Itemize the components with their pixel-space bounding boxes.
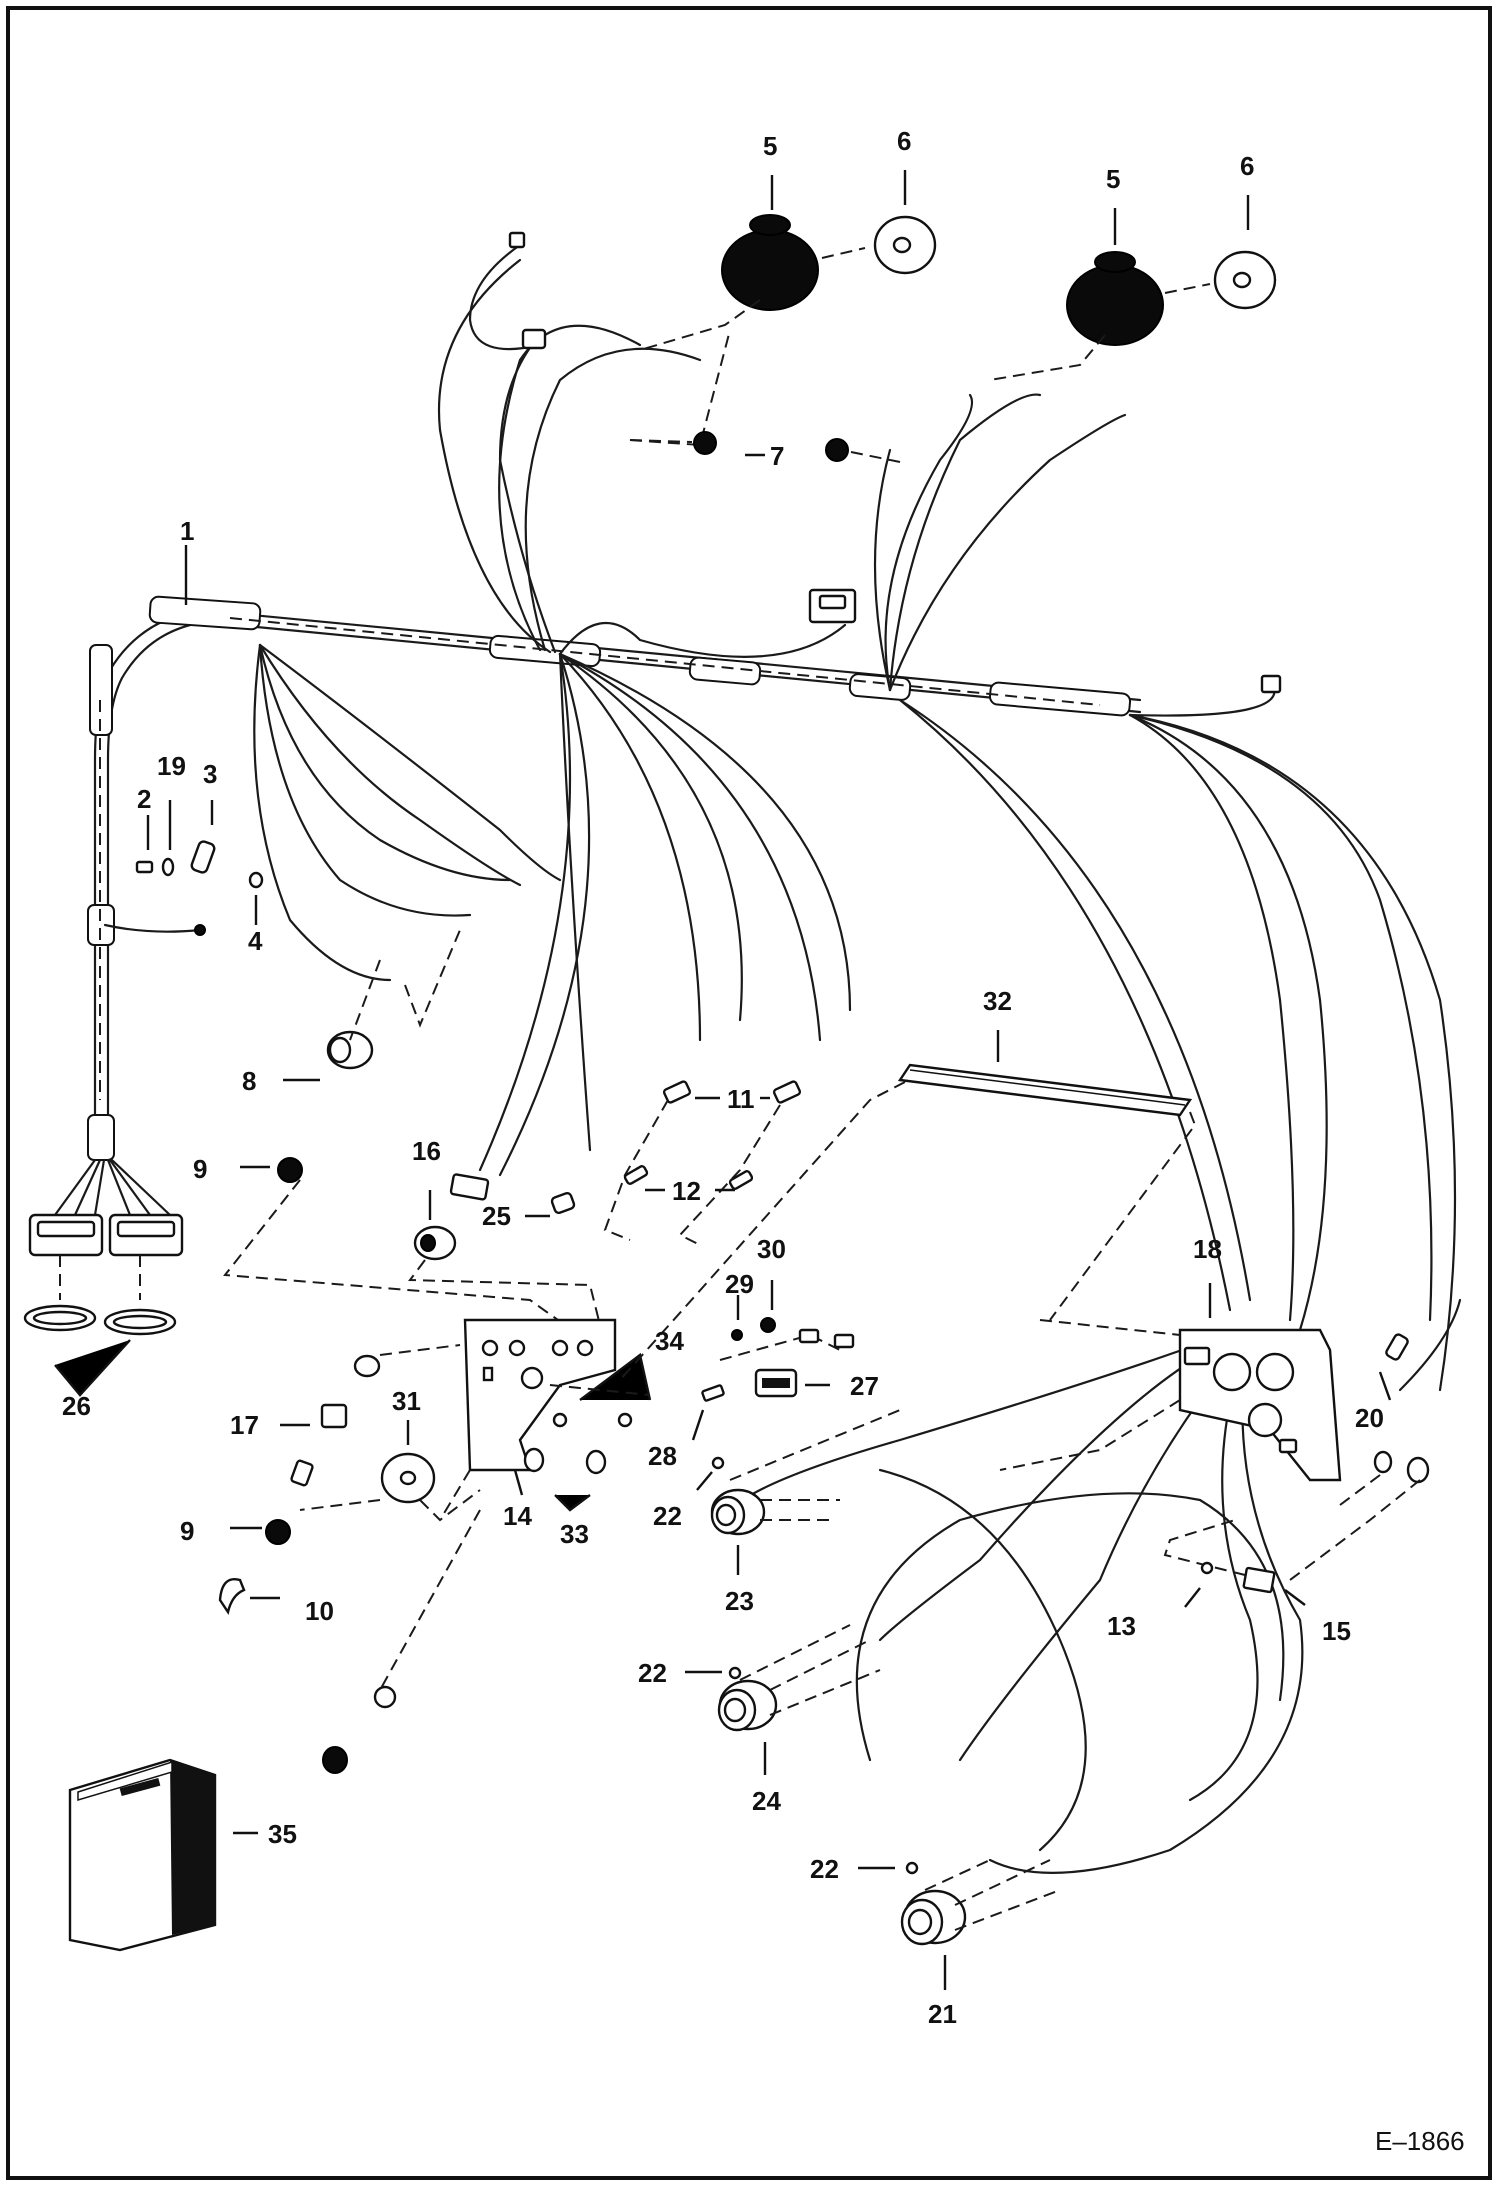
- callout-6-right: 6: [1240, 151, 1254, 181]
- callout-21: 21: [928, 1999, 957, 2029]
- harness-branches: [253, 258, 1462, 1874]
- callout-12: 12: [672, 1176, 701, 1206]
- callout-28: 28: [648, 1441, 677, 1471]
- clip-item-10: [218, 1578, 280, 1615]
- switch-item-8: [283, 1030, 374, 1082]
- connector-item-27: [719, 1328, 855, 1398]
- bulbs-item-33: [523, 1352, 652, 1512]
- gauge-panel-item-18: [999, 1283, 1342, 1482]
- callout-24: 24: [752, 1786, 781, 1816]
- connector-right: [1260, 674, 1282, 694]
- nut-stack-lower: [322, 1685, 397, 1774]
- callout-16: 16: [412, 1136, 441, 1166]
- callout-17: 17: [230, 1410, 259, 1440]
- gauge-item-21: [900, 1859, 1061, 1990]
- plug-item-25: [525, 1191, 576, 1218]
- callout-20: 20: [1355, 1403, 1384, 1433]
- callout-35: 35: [268, 1819, 297, 1849]
- callout-10: 10: [305, 1596, 334, 1626]
- callout-11: 11: [727, 1084, 755, 1114]
- screw-item-22-upper: [696, 1456, 725, 1491]
- nut-item-9-lower: [230, 1519, 291, 1545]
- callout-26: 26: [62, 1391, 91, 1421]
- callout-23: 23: [725, 1586, 754, 1616]
- nut-item-9-upper: [240, 1157, 303, 1183]
- relay-connector: [808, 588, 857, 624]
- mounting-panel: [463, 1318, 617, 1472]
- harness-end-connectors: [23, 1158, 184, 1397]
- callout-27: 27: [850, 1371, 879, 1401]
- switch-pair-item-11: [603, 1080, 802, 1246]
- callout-22-middle: 22: [638, 1658, 667, 1688]
- callout-18: 18: [1193, 1234, 1222, 1264]
- callout-19: 19: [157, 751, 186, 781]
- callout-32: 32: [983, 986, 1012, 1016]
- pigtail-connector: [468, 231, 547, 351]
- screw-item-28: [691, 1384, 725, 1441]
- callout-30: 30: [757, 1234, 786, 1264]
- lamp-lens-right: [1213, 250, 1277, 310]
- rail-item-32: [619, 1030, 1197, 1381]
- callout-34: 34: [655, 1326, 684, 1356]
- nut-item-29: [731, 1295, 743, 1341]
- callout-31: 31: [392, 1386, 421, 1416]
- plug-item-20: [1289, 1333, 1430, 1581]
- gauge-item-24: [717, 1624, 881, 1775]
- callout-25: 25: [482, 1201, 511, 1231]
- screw-item-22-lower: [858, 1861, 919, 1875]
- page-border: [6, 6, 1492, 2180]
- callout-6-left: 6: [897, 126, 911, 156]
- callout-1: 1: [180, 516, 194, 546]
- callout-22-upper: 22: [653, 1501, 682, 1531]
- lamp-housing-right: [1066, 251, 1164, 346]
- lamp-lens-left: [873, 215, 937, 275]
- screw-item-13: [1184, 1561, 1214, 1608]
- callout-3: 3: [203, 759, 217, 789]
- switch-item-16: [408, 1173, 601, 1326]
- callout-33: 33: [560, 1519, 589, 1549]
- nut-item-30: [760, 1280, 776, 1333]
- callout-7: 7: [770, 441, 784, 471]
- callout-14: 14: [503, 1501, 532, 1531]
- lamp-pair-item-12: [623, 1165, 754, 1192]
- screw-item-22-middle: [685, 1666, 742, 1680]
- figure-id: E–1866: [1375, 2126, 1465, 2156]
- callout-15: 15: [1322, 1616, 1351, 1646]
- callout-22-lower: 22: [810, 1854, 839, 1884]
- callout-9-lower: 9: [180, 1516, 194, 1546]
- washer-item-31: [299, 1420, 481, 1522]
- gauge-item-23: [710, 1409, 901, 1575]
- callout-8: 8: [242, 1066, 256, 1096]
- callout-29: 29: [725, 1269, 754, 1299]
- main-harness: [87, 595, 1142, 1161]
- callout-5-left: 5: [763, 131, 777, 161]
- callout-9-upper: 9: [193, 1154, 207, 1184]
- bolt-washer-clamp: [103, 800, 264, 936]
- block-item-17: [280, 1344, 461, 1487]
- callout-4: 4: [248, 926, 263, 956]
- callout-5-right: 5: [1106, 164, 1120, 194]
- callout-2: 2: [137, 784, 151, 814]
- callout-13: 13: [1107, 1611, 1136, 1641]
- manual-box-item-35: [68, 1758, 258, 1952]
- grommet-pair: [629, 431, 901, 463]
- lamp-housing-left: [721, 214, 819, 311]
